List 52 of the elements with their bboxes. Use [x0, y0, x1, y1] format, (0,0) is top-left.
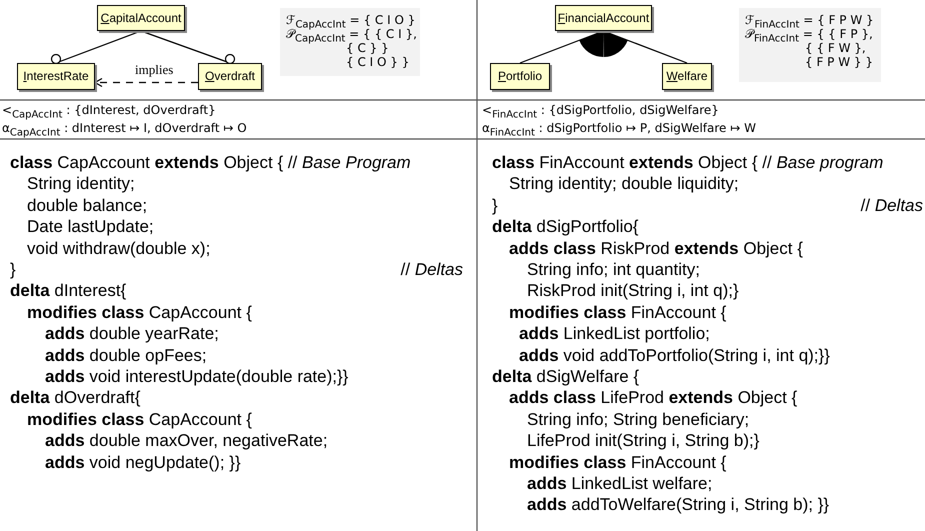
code-line: delta dOverdraft{: [10, 387, 140, 408]
dashed-arrow: [94, 78, 198, 88]
code-line: adds double opFees;: [45, 344, 207, 366]
code-line: LifeProd init(String i, String b);}: [527, 430, 760, 452]
code-line: String info; int quantity;: [527, 259, 700, 280]
feature-box: FinancialAccount: [555, 5, 652, 31]
code-line: adds class LifeProd extends Object {: [509, 387, 798, 408]
code-comment: // Deltas: [400, 259, 463, 280]
formula-text: { C I O } }: [346, 55, 410, 69]
connector-line: [603, 30, 688, 64]
code-line: adds addToWelfare(String i, String b); }}: [527, 494, 830, 516]
code-line: adds void negUpdate(); }}: [45, 452, 241, 473]
formula-text: <$_{CapAccInt}$ : {dInterest, dOverdraft}: [2, 103, 216, 120]
formula-text: { { F W },: [805, 41, 866, 55]
code-line: RiskProd init(String i, int q);}: [527, 280, 739, 302]
edge-label: implies: [133, 62, 176, 78]
code-line: delta dSigPortfolio{: [492, 216, 638, 238]
code-line: adds double maxOver, negativeRate;: [45, 430, 328, 452]
code-line: }: [10, 259, 16, 280]
formula-text: α$_{FinAccInt}$ : dSigPortfolio ↦ P, dSigWelfare ↦ W: [482, 121, 756, 138]
code-line: class CapAccount extends Object { // Base Program: [10, 152, 411, 173]
code-line: class FinAccount extends Object { // Base program: [492, 152, 884, 173]
code-line: adds class RiskProd extends Object {: [509, 238, 803, 259]
code-line: modifies class CapAccount {: [27, 408, 252, 430]
formula-text: { C } }: [346, 41, 389, 55]
formula-text: { F P W } }: [805, 55, 873, 69]
formula-text: <$_{FinAccInt}$ : {dSigPortfolio, dSigWelfare}: [482, 103, 719, 120]
code-line: delta dInterest{: [10, 280, 126, 302]
code-line: modifies class FinAccount {: [509, 452, 726, 473]
code-comment: // Deltas: [860, 194, 923, 216]
code-line: adds void addToPortfolio(String i, int q);}}: [519, 344, 830, 366]
code-line: double balance;: [27, 194, 148, 216]
feature-box: Portfolio: [490, 63, 550, 90]
code-line: modifies class CapAccount {: [27, 302, 252, 323]
code-line: modifies class FinAccount {: [509, 302, 726, 323]
code-line: adds void interestUpdate(double rate);}}: [45, 366, 348, 387]
formula-text: α$_{CapAccInt}$ : dInterest ↦ I, dOverdraft ↦ O: [2, 121, 247, 138]
code-line: }: [492, 194, 498, 216]
code-line: Date lastUpdate;: [27, 216, 154, 238]
code-line: adds LinkedList portfolio;: [519, 323, 710, 344]
code-line: delta dSigWelfare {: [492, 366, 640, 387]
connector-line: [520, 30, 604, 64]
code-line: adds LinkedList welfare;: [527, 473, 712, 494]
feature-box: Welfare: [662, 63, 712, 90]
code-line: void withdraw(double x);: [27, 238, 210, 259]
feature-box: CapitalAccount: [97, 5, 185, 31]
feature-box: Overdraft: [198, 63, 262, 90]
code-line: String identity;: [27, 173, 135, 194]
code-line: adds double yearRate;: [45, 323, 219, 344]
feature-box: InterestRate: [17, 63, 95, 90]
code-line: String identity; double liquidity;: [509, 173, 739, 194]
code-line: String info; String beneficiary;: [527, 408, 750, 430]
